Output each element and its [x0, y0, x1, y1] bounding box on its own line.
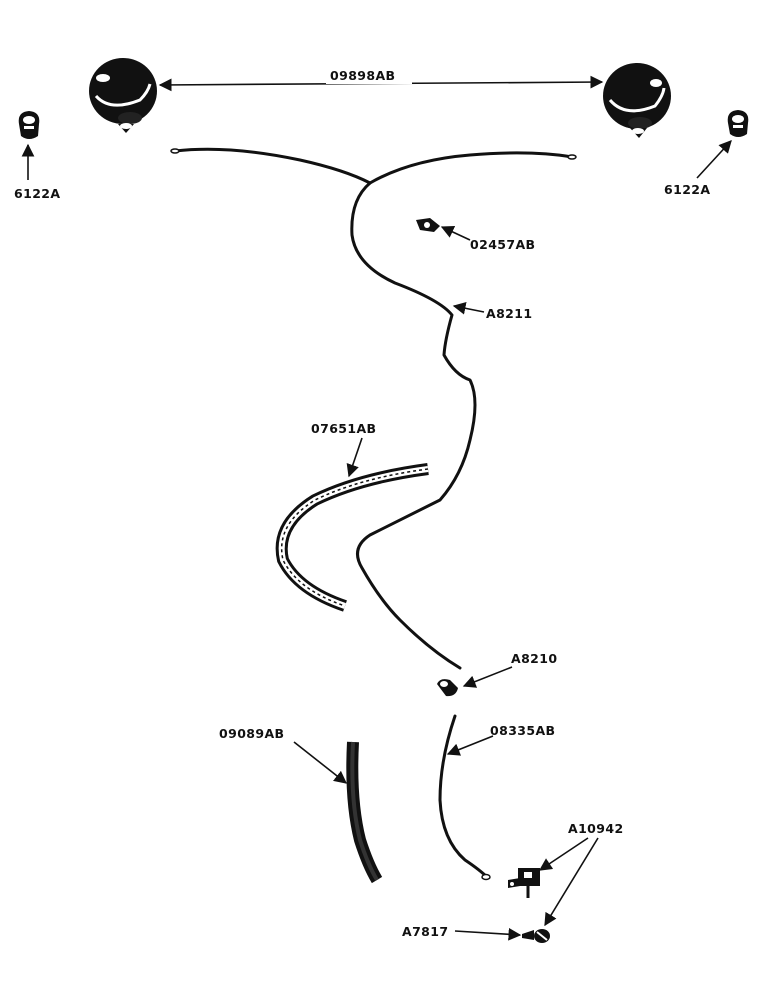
label-connector: A8210	[511, 651, 557, 666]
bulb-right	[727, 110, 749, 137]
loom-lower	[346, 741, 383, 884]
switch-leader-a	[538, 837, 589, 871]
label-screw: A7817	[402, 924, 448, 939]
loom-lower-leader	[293, 741, 348, 784]
label-loom-upper: 07651AB	[311, 421, 377, 436]
wiring-harness	[170, 147, 577, 670]
clip-leader	[440, 226, 471, 241]
label-loom-lower: 09089AB	[219, 726, 285, 741]
headlamp-right	[603, 63, 671, 138]
label-lamp-pair: 09898AB	[330, 68, 396, 83]
label-bulb-right: 6122A	[664, 182, 710, 197]
label-cable: 08335AB	[490, 723, 556, 738]
connector	[437, 679, 458, 697]
harness-leader	[452, 301, 485, 315]
connector-leader	[462, 666, 513, 688]
cable	[438, 714, 491, 881]
bulb-right-leader	[696, 140, 732, 179]
label-bulb-left: 6122A	[14, 186, 60, 201]
cable-leader	[446, 735, 494, 756]
switch-leader-b	[544, 837, 599, 927]
loom-upper	[275, 463, 429, 612]
clip	[416, 218, 440, 232]
label-clip: 02457AB	[470, 237, 536, 252]
screw-leader	[454, 927, 522, 941]
bulb-left	[18, 111, 40, 139]
loom-upper-leader	[346, 437, 363, 478]
headlamp-left	[89, 58, 157, 133]
switch	[508, 868, 540, 898]
screw	[522, 929, 550, 943]
label-switch: A10942	[568, 821, 624, 836]
label-harness: A8211	[486, 306, 532, 321]
